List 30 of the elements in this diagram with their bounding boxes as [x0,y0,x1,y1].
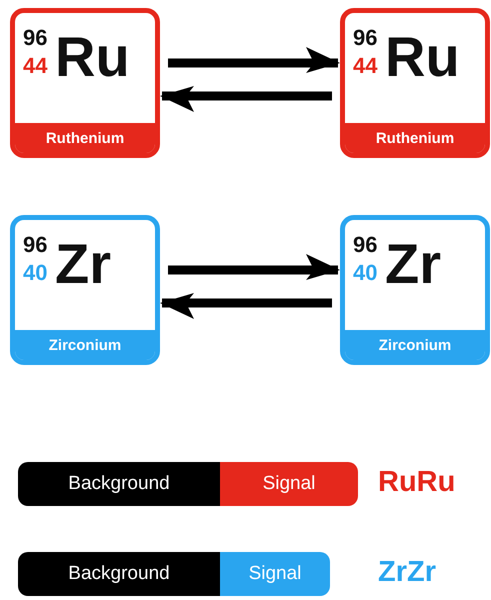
arrow [160,86,332,112]
element-symbol: Zr [385,236,441,292]
atomic-number: 44 [353,55,378,77]
atomic-number: 40 [23,262,48,284]
signal-bar: Signal [220,552,330,596]
element-symbol: Ru [385,29,460,85]
element-tile [340,8,490,158]
mass-number: 96 [353,27,378,49]
atomic-number: 40 [353,262,378,284]
element-name-band: Ruthenium [15,123,155,153]
element-symbol: Zr [55,236,111,292]
element-name-band: Zirconium [345,330,485,360]
arrow [160,293,332,319]
dataset-label: RuRu [378,466,456,499]
element-symbol: Ru [55,29,130,85]
background-bar: Background [18,462,220,506]
dataset-label: ZrZr [378,556,436,589]
arrow [168,254,340,280]
arrow [168,47,340,73]
element-tile [10,8,160,158]
mass-number: 96 [353,234,378,256]
signal-bar: Signal [220,462,358,506]
mass-number: 96 [23,234,48,256]
element-name-band: Ruthenium [345,123,485,153]
atomic-number: 44 [23,55,48,77]
element-tile [340,215,490,365]
element-name-band: Zirconium [15,330,155,360]
element-tile [10,215,160,365]
mass-number: 96 [23,27,48,49]
background-bar: Background [18,552,220,596]
